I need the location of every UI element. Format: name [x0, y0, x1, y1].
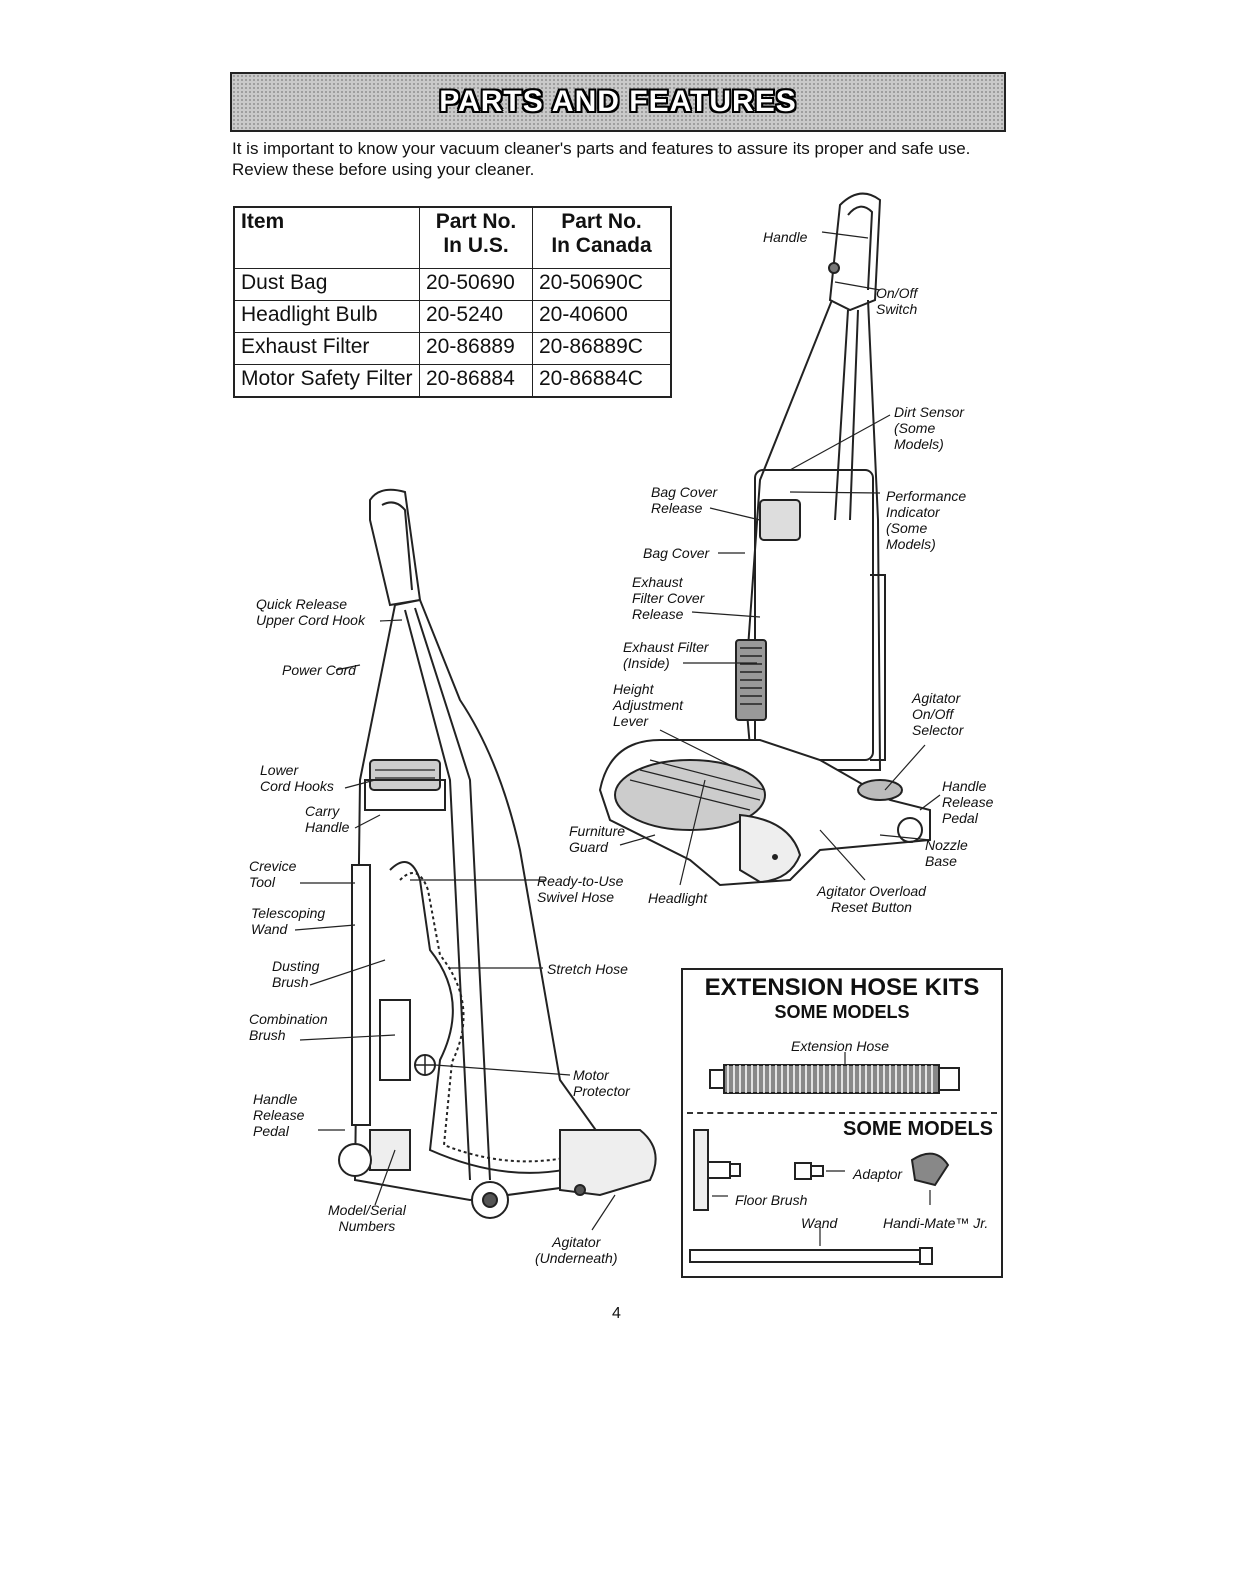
kit-subtitle: SOME MODELS	[774, 1002, 910, 1022]
front-view-vacuum	[598, 192, 931, 887]
table-cell: Headlight Bulb	[233, 300, 420, 333]
label-bag-cover: Bag Cover	[643, 545, 710, 561]
label-lower-cord-hooks: Lower Cord Hooks	[260, 762, 334, 794]
table-header-text: Part No. In U.S.	[435, 210, 517, 257]
table-header-text: Part No. In Canada	[551, 210, 652, 257]
kit-divider	[687, 1112, 997, 1114]
label-furniture-guard: Furniture Guard	[569, 823, 626, 855]
table-header-row: Item Part No. In U.S. Part No. In Canada	[233, 206, 672, 269]
label-model-serial-numbers: Model/Serial Numbers	[328, 1202, 406, 1234]
table-row: Headlight Bulb 20-5240 20-40600	[233, 300, 672, 333]
label-headlight: Headlight	[648, 890, 708, 906]
adaptor-drawing	[794, 1162, 845, 1180]
table-cell: 20-50690C	[532, 268, 672, 301]
label-performance-indicator: Performance Indicator (Some Models)	[886, 488, 967, 552]
label-handle: Handle	[763, 229, 808, 245]
label-combination-brush: Combination Brush	[249, 1011, 328, 1043]
label-dusting-brush: Dusting Brush	[272, 958, 320, 990]
label-adaptor: Adaptor	[853, 1166, 903, 1182]
page-title-bar: PARTS AND FEATURES	[230, 72, 1006, 132]
parts-table: Item Part No. In U.S. Part No. In Canada…	[233, 206, 672, 398]
table-cell: 20-40600	[532, 300, 672, 333]
wand-drawing	[689, 1228, 933, 1265]
kit-title: EXTENSION HOSE KITS	[704, 974, 980, 1001]
label-swivel-hose: Ready-to-Use Swivel Hose	[537, 873, 624, 905]
label-upper-cord-hook: Quick Release Upper Cord Hook	[256, 596, 365, 628]
table-cell: 20-86884	[419, 364, 533, 398]
label-power-cord: Power Cord	[282, 662, 356, 678]
label-wand: Wand	[801, 1215, 838, 1231]
table-cell: 20-86889	[419, 332, 533, 365]
label-telescoping-wand: Telescoping Wand	[251, 905, 326, 937]
label-handi-mate: Handi-Mate™ Jr.	[883, 1215, 989, 1231]
intro-paragraph: It is important to know your vacuum clea…	[232, 139, 971, 179]
table-header: Item	[233, 206, 420, 269]
label-height-adjustment-lever: Height Adjustment Lever	[613, 681, 684, 729]
table-row: Motor Safety Filter 20-86884 20-86884C	[233, 364, 672, 398]
label-dirt-sensor: Dirt Sensor (Some Models)	[894, 404, 965, 452]
floor-brush-drawing	[693, 1129, 741, 1211]
label-stretch-hose: Stretch Hose	[547, 961, 628, 977]
table-row: Dust Bag 20-50690 20-50690C	[233, 268, 672, 301]
label-handle-release-pedal-right: Handle Release Pedal	[942, 778, 994, 826]
page-title: PARTS AND FEATURES	[439, 85, 797, 118]
kit-subtitle-2: SOME MODELS	[842, 1118, 993, 1140]
table-cell: Exhaust Filter	[233, 332, 420, 365]
label-crevice-tool: Crevice Tool	[249, 858, 297, 890]
label-nozzle-base: Nozzle Base	[925, 837, 968, 869]
table-cell: 20-50690	[419, 268, 533, 301]
label-agitator-underneath: Agitator (Underneath)	[535, 1234, 618, 1266]
label-handle-release-pedal-left: Handle Release Pedal	[253, 1091, 305, 1139]
label-bag-cover-release: Bag Cover Release	[651, 484, 718, 516]
label-extension-hose: Extension Hose	[791, 1038, 890, 1054]
label-agitator-overload-reset: Agitator Overload Reset Button	[817, 883, 926, 915]
extension-hose-kits-box: EXTENSION HOSE KITS SOME MODELS Extensio…	[681, 968, 1003, 1278]
label-on-off-switch: On/Off Switch	[876, 285, 918, 317]
table-row: Exhaust Filter 20-86889 20-86889C	[233, 332, 672, 365]
label-agitator-selector: Agitator On/Off Selector	[912, 690, 964, 738]
label-motor-protector: Motor Protector	[573, 1067, 630, 1099]
label-exhaust-filter: Exhaust Filter (Inside)	[623, 639, 709, 671]
label-exhaust-filter-cover-release: Exhaust Filter Cover Release	[632, 574, 705, 622]
handi-mate-drawing	[910, 1152, 950, 1205]
table-cell: Dust Bag	[233, 268, 420, 301]
table-cell: 20-86884C	[532, 364, 672, 398]
table-cell: 20-86889C	[532, 332, 672, 365]
table-cell: Motor Safety Filter	[233, 364, 420, 398]
table-cell: 20-5240	[419, 300, 533, 333]
page-number: 4	[612, 1305, 621, 1322]
table-header: Part No. In Canada	[532, 206, 672, 269]
label-floor-brush: Floor Brush	[735, 1192, 808, 1208]
extension-hose-drawing	[709, 1052, 960, 1094]
label-carry-handle: Carry Handle	[305, 803, 350, 835]
